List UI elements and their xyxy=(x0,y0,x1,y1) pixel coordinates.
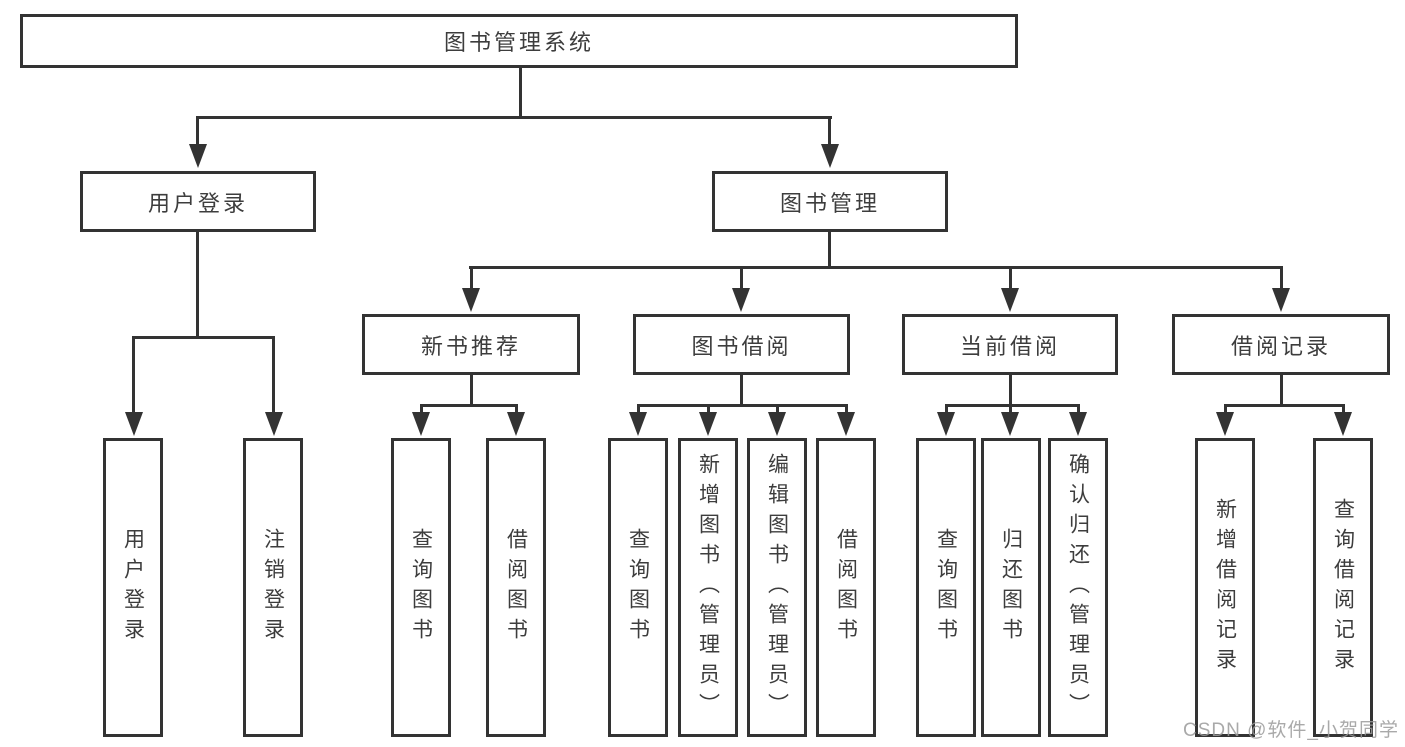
node-label: 借阅记录 xyxy=(1230,333,1331,359)
arrow-down-icon xyxy=(507,412,525,436)
connector-line xyxy=(515,404,518,414)
arrow-down-icon xyxy=(125,412,143,436)
connector-line xyxy=(519,68,522,118)
node-label: 新书推荐 xyxy=(420,333,521,359)
leaf-label: 归还图书 xyxy=(999,527,1023,648)
connector-line xyxy=(1009,266,1012,290)
leaf-edit-book-admin: 编辑图书（管理员） xyxy=(747,438,807,737)
connector-line xyxy=(845,404,848,414)
arrow-down-icon xyxy=(768,412,786,436)
arrow-down-icon xyxy=(1334,412,1352,436)
connector-line xyxy=(132,336,275,339)
node-book-management: 图书管理 xyxy=(712,171,948,232)
arrow-down-icon xyxy=(412,412,430,436)
node-label: 图书管理系统 xyxy=(443,30,594,55)
arrow-down-icon xyxy=(462,288,480,312)
connector-line xyxy=(637,404,640,414)
node-borrow-records: 借阅记录 xyxy=(1172,314,1390,375)
leaf-query-book: 查询图书 xyxy=(608,438,668,737)
leaf-label: 确认归还（管理员） xyxy=(1066,452,1090,723)
arrow-down-icon xyxy=(1069,412,1087,436)
connector-line xyxy=(945,404,948,414)
arrow-down-icon xyxy=(189,144,207,168)
leaf-label: 注销登录 xyxy=(261,527,285,648)
arrow-down-icon xyxy=(629,412,647,436)
leaf-label: 查询借阅记录 xyxy=(1331,497,1355,678)
leaf-query-borrow-record: 查询借阅记录 xyxy=(1313,438,1373,737)
connector-line xyxy=(196,116,832,119)
arrow-down-icon xyxy=(1216,412,1234,436)
leaf-confirm-return-admin: 确认归还（管理员） xyxy=(1048,438,1108,737)
arrow-down-icon xyxy=(1272,288,1290,312)
leaf-logout: 注销登录 xyxy=(243,438,303,737)
connector-line xyxy=(470,266,473,290)
node-user-login: 用户登录 xyxy=(80,171,316,232)
node-current-borrow: 当前借阅 xyxy=(902,314,1118,375)
leaf-label: 查询图书 xyxy=(409,527,433,648)
arrow-down-icon xyxy=(937,412,955,436)
leaf-label: 新增图书（管理员） xyxy=(696,452,720,723)
leaf-label: 新增借阅记录 xyxy=(1213,497,1237,678)
connector-line xyxy=(740,375,743,406)
connector-line xyxy=(945,404,1079,407)
leaf-label: 编辑图书（管理员） xyxy=(765,452,789,723)
connector-line xyxy=(420,404,423,414)
connector-line xyxy=(707,404,710,414)
connector-line xyxy=(776,404,779,414)
arrow-down-icon xyxy=(1001,288,1019,312)
connector-line xyxy=(196,116,199,146)
node-new-book-recommend: 新书推荐 xyxy=(362,314,580,375)
node-book-system-root: 图书管理系统 xyxy=(20,14,1018,68)
connector-line xyxy=(196,232,199,338)
arrow-down-icon xyxy=(699,412,717,436)
leaf-add-borrow-record: 新增借阅记录 xyxy=(1195,438,1255,737)
leaf-query-book-current: 查询图书 xyxy=(916,438,976,737)
connector-line xyxy=(469,266,1283,269)
leaf-borrow-book: 借阅图书 xyxy=(816,438,876,737)
connector-line xyxy=(740,266,743,290)
connector-line xyxy=(828,232,831,268)
connector-line xyxy=(470,375,473,406)
arrow-down-icon xyxy=(837,412,855,436)
node-label: 用户登录 xyxy=(147,190,248,216)
connector-line xyxy=(420,404,518,407)
connector-line xyxy=(1077,404,1080,414)
connector-line xyxy=(272,336,275,414)
connector-line xyxy=(1280,375,1283,406)
node-label: 当前借阅 xyxy=(959,333,1060,359)
node-label: 图书借阅 xyxy=(691,333,792,359)
connector-line xyxy=(1009,375,1012,406)
connector-line xyxy=(1224,404,1344,407)
connector-line xyxy=(637,404,848,407)
connector-line xyxy=(828,116,831,146)
connector-line xyxy=(1342,404,1345,414)
leaf-query-book-recommend: 查询图书 xyxy=(391,438,451,737)
connector-line xyxy=(1009,404,1012,414)
leaf-add-book-admin: 新增图书（管理员） xyxy=(678,438,738,737)
connector-line xyxy=(1280,266,1283,290)
arrow-down-icon xyxy=(821,144,839,168)
arrow-down-icon xyxy=(732,288,750,312)
leaf-label: 用户登录 xyxy=(121,527,145,648)
node-label: 图书管理 xyxy=(779,190,880,216)
leaf-return-book: 归还图书 xyxy=(981,438,1041,737)
connector-line xyxy=(1224,404,1227,414)
leaf-label: 借阅图书 xyxy=(834,527,858,648)
connector-line xyxy=(132,336,135,414)
node-book-borrow: 图书借阅 xyxy=(633,314,850,375)
leaf-label: 查询图书 xyxy=(626,527,650,648)
arrow-down-icon xyxy=(1001,412,1019,436)
watermark: CSDN @软件_小贺同学 xyxy=(1183,720,1399,741)
leaf-label: 借阅图书 xyxy=(504,527,528,648)
leaf-user-login: 用户登录 xyxy=(103,438,163,737)
leaf-borrow-book-recommend: 借阅图书 xyxy=(486,438,546,737)
leaf-label: 查询图书 xyxy=(934,527,958,648)
arrow-down-icon xyxy=(265,412,283,436)
